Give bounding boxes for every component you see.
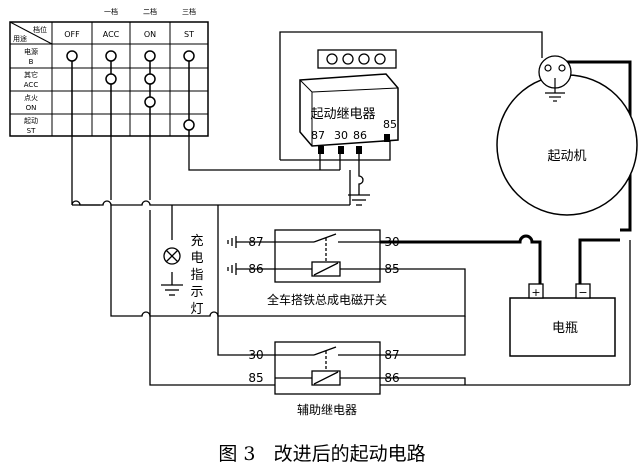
col-header-off: OFF [64,30,80,39]
battery-label: 电瓶 [552,321,578,336]
starter-motor [496,55,638,216]
aux-relay-terminal-30: 30 [248,348,263,362]
col-group-label-1: 一档 [104,7,118,16]
row-code-ignition: ON [26,104,37,112]
auxiliary-relay [274,341,381,395]
col-header-acc: ACC [103,30,120,39]
starter-motor-label: 起动机 [547,149,586,164]
table-corner-top: 档位 [33,25,47,34]
main-ground-switch [227,229,381,283]
col-group-label-3: 三档 [182,7,196,16]
battery [509,283,616,357]
battery-negative-label: − [578,286,587,299]
row-name-start: 起动 [24,116,38,125]
aux-relay-terminal-86: 86 [384,371,399,385]
figure-caption: 图 3 改进后的起动电路 [218,443,425,465]
starter-relay-terminal-85: 85 [383,118,397,131]
col-header-st: ST [184,30,194,39]
charge-lamp-char-5: 灯 [190,302,203,317]
charge-lamp-char-4: 示 [190,285,203,300]
switch-contact-links [71,61,190,136]
battery-positive-label: + [531,286,540,299]
starter-relay-terminal-30: 30 [334,129,348,142]
row-code-start: ST [27,127,36,135]
charge-lamp-char-1: 充 [190,233,203,249]
charge-indicator-lamp [161,247,183,296]
row-name-ignition: 点火 [24,94,38,102]
relay-ground-symbol [319,154,370,206]
ignition-switch-table [9,21,209,137]
row-name-power: 电源 [24,47,38,56]
charge-lamp-char-2: 电 [190,251,203,266]
main-switch-terminal-30: 30 [384,235,399,249]
col-group-label-2: 二档 [143,7,157,16]
row-name-other: 其它 [24,70,38,79]
aux-relay-terminal-85: 85 [248,371,263,385]
charge-lamp-char-3: 指 [190,268,203,283]
starter-relay-terminal-87: 87 [311,129,325,142]
main-switch-terminal-85: 85 [384,262,399,276]
starter-relay-terminal-86: 86 [353,129,367,142]
main-switch-label: 全车搭铁总成电磁开关 [267,292,387,307]
row-code-power: B [29,58,34,66]
aux-relay-terminal-87: 87 [384,348,399,362]
col-header-on: ON [144,30,156,39]
table-corner-bottom: 用途 [13,34,27,43]
switch-contacts [66,50,195,131]
main-switch-terminal-86: 86 [248,262,263,276]
main-switch-terminal-87: 87 [248,235,263,249]
row-code-other: ACC [24,81,39,89]
starter-relay [299,49,399,154]
starter-relay-label: 起动继电器 [310,107,375,122]
aux-relay-label: 辅助继电器 [297,403,357,417]
